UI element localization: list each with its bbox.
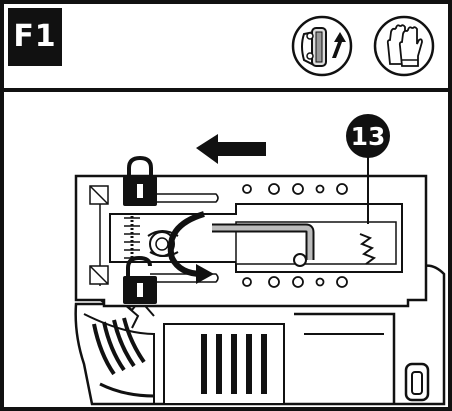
step-label: F1: [8, 8, 62, 66]
lock-icon: [123, 158, 157, 206]
direction-arrow-left: [196, 134, 266, 164]
callout-number: 13: [351, 122, 386, 151]
jigsaw-shoe-illustration: 13: [4, 96, 448, 411]
panel-header: F1: [4, 4, 448, 92]
protective-gloves-icon: [372, 14, 436, 78]
battery-removal-icon: [290, 14, 354, 78]
